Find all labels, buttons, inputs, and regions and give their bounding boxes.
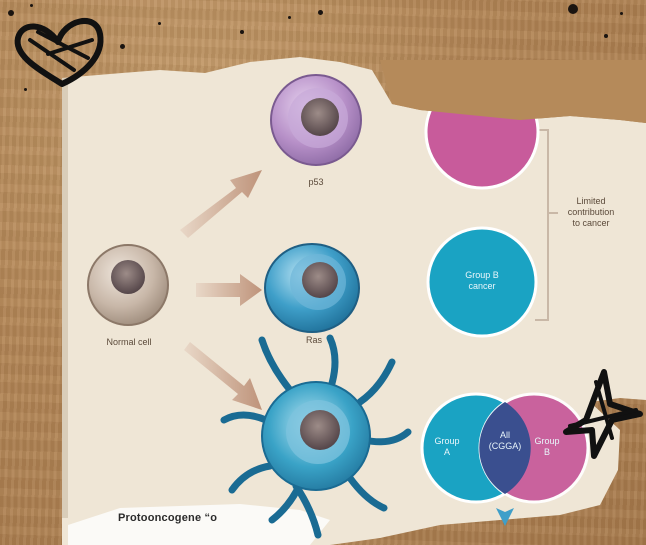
venn-group-a-label: Group A bbox=[432, 436, 462, 458]
venn-group-a-line-2: A bbox=[432, 447, 462, 458]
p53-label: p53 bbox=[304, 177, 328, 187]
group-b-label: Group B cancer bbox=[452, 270, 512, 292]
limited-line-2: contribution bbox=[556, 207, 626, 218]
venn-all-line-1: All bbox=[488, 430, 522, 441]
ras-cell bbox=[265, 244, 359, 332]
venn-all-label: All (CGGA) bbox=[488, 430, 522, 452]
venn-all-line-2: (CGGA) bbox=[488, 441, 522, 452]
heart-doodle bbox=[18, 21, 101, 84]
group-b-line-1: Group B bbox=[452, 270, 512, 281]
venn-group-b-line-1: Group bbox=[532, 436, 562, 447]
venn-group-b-label: Group B bbox=[532, 436, 562, 458]
normal-cell-label: Normal cell bbox=[100, 337, 158, 347]
venn-group-a-line-1: Group bbox=[432, 436, 462, 447]
normal-cell bbox=[88, 245, 168, 325]
ras-label: Ras bbox=[302, 335, 326, 345]
limited-label: Limited contribution to cancer bbox=[556, 196, 626, 229]
venn-group-b-line-2: B bbox=[532, 447, 562, 458]
p53-cell bbox=[271, 75, 361, 165]
spiky-cell-body bbox=[262, 382, 370, 490]
protooncogene-text: Protooncogene “o bbox=[118, 512, 217, 524]
limited-line-1: Limited bbox=[556, 196, 626, 207]
limited-line-3: to cancer bbox=[556, 218, 626, 229]
group-b-line-2: cancer bbox=[452, 281, 512, 292]
